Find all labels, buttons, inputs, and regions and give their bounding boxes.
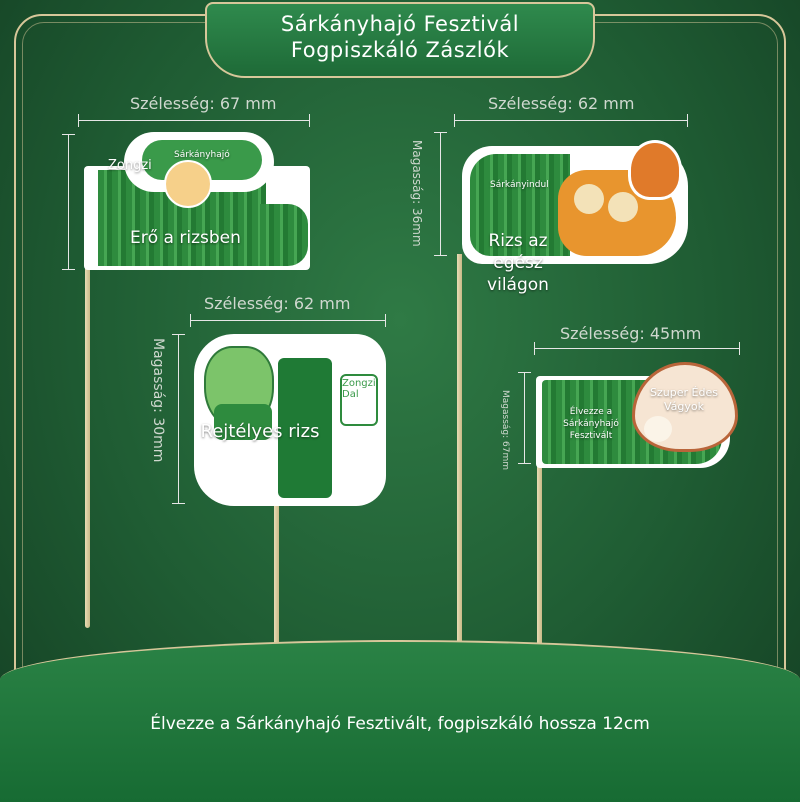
flag3-toothpick (274, 500, 279, 690)
bottom-band (0, 640, 800, 802)
flag3-height-label: Magasság: 30mm (150, 338, 166, 463)
flag2-width-line (454, 114, 688, 127)
flag1-zongzi-label: Zongzi (108, 158, 152, 173)
title-line-2: Fogpiszkáló Zászlók (290, 38, 510, 62)
flag3-side-label: Zongzi Dal (342, 378, 376, 400)
flag3-width-line (190, 314, 386, 327)
flag4-height-label: Magasság: 67mm (500, 390, 510, 470)
flag1-width-line (78, 114, 310, 127)
flag1-caption: Erő a rizsben (130, 228, 241, 248)
flag3-caption: Rejtélyes rizs (200, 421, 320, 442)
flag4-toothpick (537, 462, 542, 692)
flag1-boat-label: Sárkányhajó (174, 150, 230, 160)
flag4-width-line (534, 342, 740, 355)
flag1-toothpick (85, 268, 90, 628)
flag1: Zongzi Sárkányhajó Erő a rizsben (84, 132, 320, 272)
flag2: Sárkányindul Rizs az egész világon (462, 134, 694, 295)
flag2-height-label: Magasság: 36mm (410, 140, 424, 247)
flag4-label: Élvezze a Sárkányhajó Fesztivált (563, 407, 619, 441)
flag2-width-label: Szélesség: 62 mm (488, 94, 635, 113)
flag2-caption: Rizs az egész világon (487, 231, 549, 295)
flag1-height-line (62, 134, 75, 270)
flag2-toothpick (457, 254, 462, 650)
flag3-width-label: Szélesség: 62 mm (204, 294, 351, 313)
flag3: Zongzi Dal Rejtélyes rizs (190, 334, 390, 510)
flag2-small-label: Sárkányindul (490, 180, 549, 190)
footer-caption: Élvezze a Sárkányhajó Fesztivált, fogpis… (150, 714, 650, 734)
flag4: Élvezze a Sárkányhajó Fesztivált Szuper … (536, 362, 738, 468)
flag4-height-line (518, 372, 531, 464)
flag2-height-line (434, 132, 447, 256)
flag1-width-label: Szélesség: 67 mm (130, 94, 277, 113)
title-banner: Sárkányhajó Fesztivál Fogpiszkáló Zászló… (205, 2, 595, 78)
flag4-heart-text: Szuper Édes Vágyok (650, 386, 718, 413)
flag4-width-label: Szélesség: 45mm (560, 324, 702, 343)
title-line-1: Sárkányhajó Fesztivál (280, 12, 520, 36)
flag3-height-line (172, 334, 185, 504)
